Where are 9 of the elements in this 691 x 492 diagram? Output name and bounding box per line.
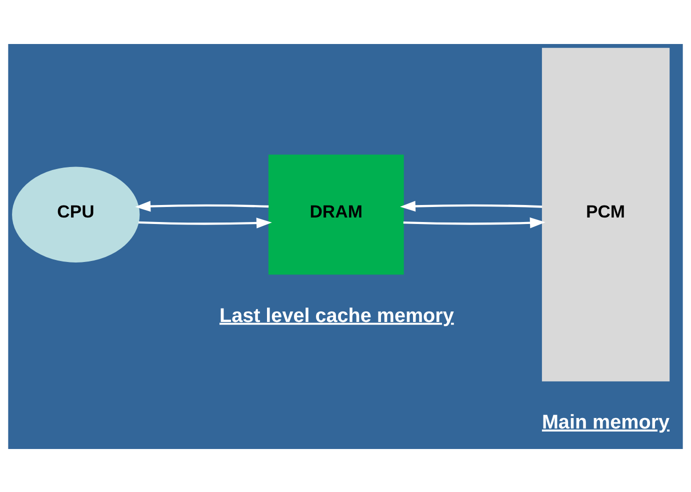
arrow (135, 200, 269, 212)
node-label: Last level cache memory (219, 304, 454, 326)
node-box: PCM (542, 47, 670, 381)
arrow (403, 216, 546, 228)
node-ellipse: CPU (12, 166, 140, 262)
node-box: DRAM (268, 154, 404, 274)
arrow (400, 200, 542, 212)
node-label: Main memory (542, 411, 670, 434)
arrow (138, 217, 272, 228)
